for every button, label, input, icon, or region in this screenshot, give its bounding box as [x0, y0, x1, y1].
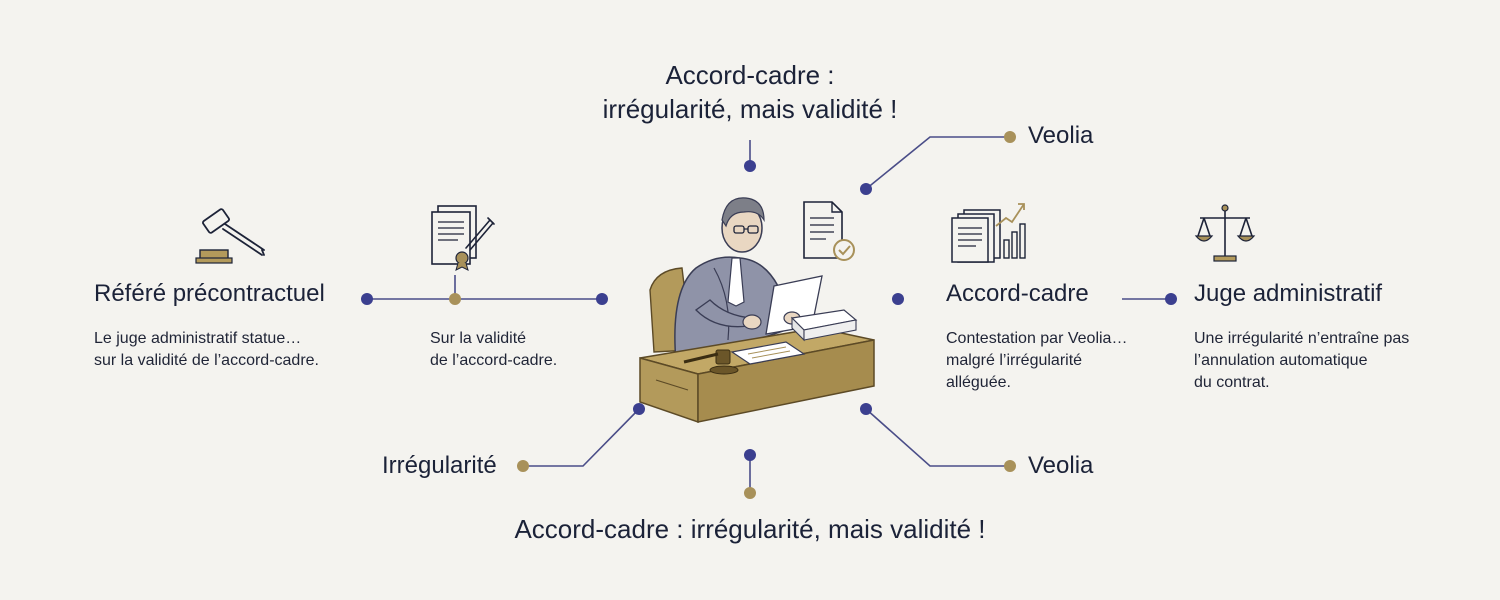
veolia-label-bottom: Veolia: [1028, 452, 1094, 479]
judge-at-desk-illustration: [639, 197, 875, 424]
judge-desc-line1: Une irrégularité n’entraîne pas: [1194, 330, 1410, 347]
dot-top-right: [860, 183, 872, 195]
dot-bottom-left: [633, 403, 645, 415]
left-desc-line1: Le juge administratif statue…: [94, 330, 302, 347]
approved-document-icon: [803, 201, 855, 261]
irregularite-label: Irrégularité: [382, 452, 497, 479]
dot-veolia-top: [1004, 131, 1016, 143]
connector-irregularite: [523, 408, 640, 467]
dot-left-inner: [596, 293, 608, 305]
left-section-title: Référé précontractuel: [94, 280, 325, 307]
right-desc-line2: malgré l’irrégularité: [946, 352, 1083, 369]
validity-note-line1: Sur la validité: [430, 330, 527, 347]
scales-of-justice-icon: [1194, 204, 1256, 262]
validity-note-line2: de l’accord-cadre.: [430, 352, 558, 369]
judge-desc-line3: du contrat.: [1194, 374, 1270, 391]
right-section-description: Contestation par Veolia… malgré l’irrégu…: [946, 328, 1127, 394]
dot-irregularite: [517, 460, 529, 472]
signed-document-icon: [431, 205, 495, 271]
gavel-icon: [195, 208, 265, 264]
left-desc-line2: sur la validité de l’accord-cadre.: [94, 352, 319, 369]
judge-section-title: Juge administratif: [1194, 280, 1383, 307]
dot-top: [744, 160, 756, 172]
validity-note: Sur la validité de l’accord-cadre.: [430, 328, 557, 372]
dot-validity: [449, 293, 461, 305]
dot-left: [361, 293, 373, 305]
judge-section-description: Une irrégularité n’entraîne pas l’annula…: [1194, 328, 1409, 394]
judge-desc-line2: l’annulation automatique: [1194, 352, 1368, 369]
dot-bottom-right: [860, 403, 872, 415]
connector-veolia-top: [865, 136, 1010, 190]
top-heading: Accord-cadre : irrégularité, mais validi…: [560, 58, 940, 126]
top-heading-line2: irrégularité, mais validité !: [602, 94, 898, 124]
right-desc-line3: alléguée.: [946, 374, 1011, 391]
right-desc-line1: Contestation par Veolia…: [946, 330, 1128, 347]
dot-bottom-heading: [744, 487, 756, 499]
dot-right-inner: [892, 293, 904, 305]
connector-veolia-bottom: [865, 408, 1010, 467]
dot-bottom: [744, 449, 756, 461]
top-heading-line1: Accord-cadre :: [665, 60, 835, 90]
veolia-label-top: Veolia: [1028, 122, 1094, 149]
right-section-title: Accord-cadre: [946, 280, 1089, 307]
dot-judge: [1165, 293, 1177, 305]
dot-veolia-bottom: [1004, 460, 1016, 472]
chart-document-icon: [951, 203, 1026, 263]
bottom-heading: Accord-cadre : irrégularité, mais validi…: [514, 514, 986, 544]
left-section-description: Le juge administratif statue… sur la val…: [94, 328, 319, 372]
